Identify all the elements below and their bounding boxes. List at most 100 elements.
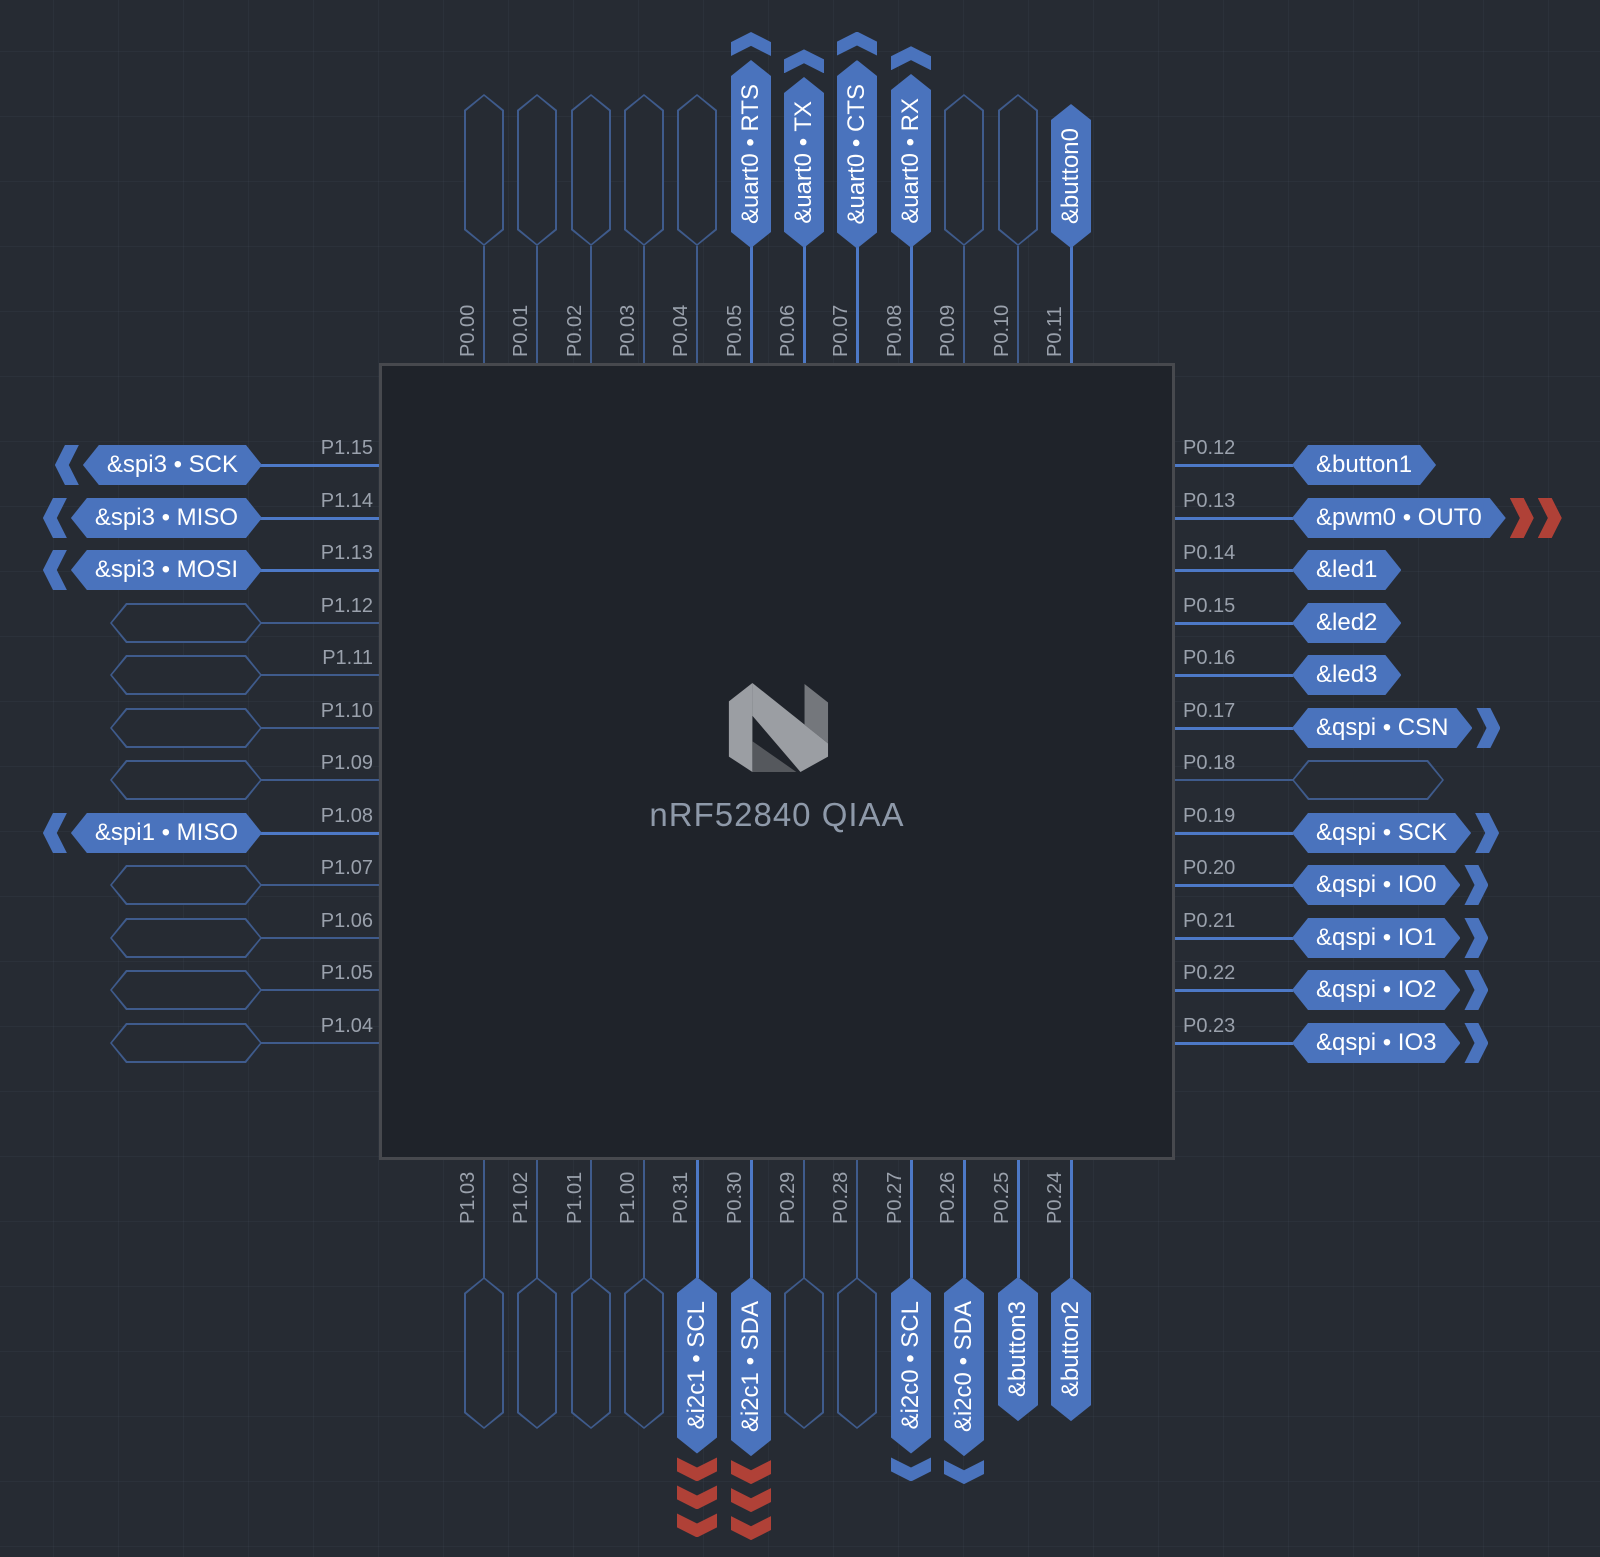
pin-stem-P0.19	[1172, 832, 1293, 835]
pin-tag-label: &i2c0 • SDA	[944, 1277, 984, 1456]
pin-name-P1.15: P1.15	[320, 437, 373, 459]
pin-stem-P0.03	[643, 246, 645, 366]
pin-tag-P0.22[interactable]: &qspi • IO2	[1292, 970, 1489, 1010]
pin-name-P0.15: P0.15	[1183, 595, 1236, 617]
pin-stem-P1.04	[260, 1042, 380, 1044]
pin-slot-P1.01[interactable]	[571, 1277, 611, 1429]
pin-name-P1.12: P1.12	[320, 595, 373, 617]
pin-slot-P0.01[interactable]	[517, 94, 557, 246]
pin-tag-P0.21[interactable]: &qspi • IO1	[1292, 918, 1489, 958]
pin-slot-P0.04[interactable]	[677, 94, 717, 246]
direction-arrow-icon	[837, 31, 877, 56]
pin-tag-P0.13[interactable]: &pwm0 • OUT0	[1292, 498, 1562, 538]
pin-slot-P1.10[interactable]	[110, 708, 262, 748]
pin-slot-inner	[573, 1279, 609, 1427]
pin-stem-P0.21	[1172, 937, 1293, 940]
pin-tag-P0.07[interactable]: &uart0 • CTS	[837, 31, 877, 248]
pin-slot-P0.03[interactable]	[624, 94, 664, 246]
pin-tag-P0.05[interactable]: &uart0 • RTS	[731, 31, 771, 248]
pin-slot-P0.02[interactable]	[571, 94, 611, 246]
pin-name-P0.16: P0.16	[1183, 647, 1236, 669]
pin-stem-P0.25	[1017, 1158, 1020, 1278]
pin-slot-inner	[1000, 96, 1036, 244]
pin-stem-P0.30	[750, 1158, 753, 1278]
pin-slot-P0.28[interactable]	[837, 1277, 877, 1429]
pin-stem-P1.00	[643, 1158, 645, 1278]
pin-name-P0.25: P0.25	[991, 1171, 1013, 1224]
direction-arrow-icon	[1464, 970, 1489, 1010]
direction-arrow-icon	[42, 813, 67, 853]
pin-tag-P0.31[interactable]: &i2c1 • SCL	[677, 1277, 717, 1538]
pin-tag-P0.27[interactable]: &i2c0 • SCL	[891, 1277, 931, 1482]
direction-arrow-icon	[1509, 498, 1534, 538]
pin-slot-P0.09[interactable]	[944, 94, 984, 246]
pin-tag-label: &button2	[1051, 1277, 1091, 1421]
pin-stem-P1.12	[260, 622, 380, 624]
pin-tag-P0.24[interactable]: &button2	[1051, 1277, 1091, 1421]
pin-slot-P1.11[interactable]	[110, 655, 262, 695]
pin-tag-P1.13[interactable]: &spi3 • MOSI	[42, 550, 262, 590]
pin-slot-inner	[946, 96, 982, 244]
pin-slot-P0.29[interactable]	[784, 1277, 824, 1429]
pin-slot-P1.02[interactable]	[517, 1277, 557, 1429]
pin-tag-P1.08[interactable]: &spi1 • MISO	[42, 813, 262, 853]
chip-title: nRF52840 QIAA	[649, 796, 905, 833]
pin-tag-label: &i2c1 • SCL	[677, 1277, 717, 1453]
direction-arrow-icon	[1464, 865, 1489, 905]
pin-stem-P1.14	[260, 517, 380, 520]
pin-tag-P0.06[interactable]: &uart0 • TX	[784, 49, 824, 248]
pin-slot-inner	[626, 96, 662, 244]
pin-tag-P0.23[interactable]: &qspi • IO3	[1292, 1023, 1489, 1063]
pin-name-P0.27: P0.27	[884, 1171, 906, 1224]
pin-tag-P1.15[interactable]: &spi3 • SCK	[54, 445, 262, 485]
pin-slot-P1.12[interactable]	[110, 603, 262, 643]
direction-arrow-icon	[1475, 813, 1500, 853]
pin-tag-P0.16[interactable]: &led3	[1292, 655, 1401, 695]
pin-tag-P0.11[interactable]: &button0	[1051, 104, 1091, 248]
pin-stem-P0.06	[803, 246, 806, 366]
pin-slot-P0.18[interactable]	[1292, 760, 1444, 800]
pin-name-P1.05: P1.05	[320, 962, 373, 984]
pin-slot-P0.10[interactable]	[998, 94, 1038, 246]
pin-slot-P1.04[interactable]	[110, 1023, 262, 1063]
pin-tag-P0.15[interactable]: &led2	[1292, 603, 1401, 643]
pin-tag-P0.20[interactable]: &qspi • IO0	[1292, 865, 1489, 905]
pin-slot-P0.00[interactable]	[464, 94, 504, 246]
pin-name-P1.11: P1.11	[322, 647, 373, 669]
pin-tag-P0.30[interactable]: &i2c1 • SDA	[731, 1277, 771, 1541]
direction-arrow-icon	[1476, 708, 1501, 748]
pin-stem-P0.22	[1172, 989, 1293, 992]
pin-slot-P1.06[interactable]	[110, 918, 262, 958]
pin-tag-P0.12[interactable]: &button1	[1292, 445, 1436, 485]
pin-tag-P0.25[interactable]: &button3	[998, 1277, 1038, 1421]
pin-stem-P0.23	[1172, 1042, 1293, 1045]
pin-slot-inner	[519, 96, 555, 244]
pin-tag-label: &led2	[1292, 603, 1401, 643]
pin-stem-P0.27	[910, 1158, 913, 1278]
direction-arrow-icon	[677, 1457, 717, 1482]
pin-slot-P1.09[interactable]	[110, 760, 262, 800]
pin-name-P1.08: P1.08	[320, 805, 373, 827]
pin-tag-P0.26[interactable]: &i2c0 • SDA	[944, 1277, 984, 1485]
pin-stem-P0.12	[1172, 464, 1293, 467]
pin-name-P1.00: P1.00	[617, 1171, 639, 1224]
pin-slot-inner	[1294, 762, 1442, 798]
pin-slot-inner	[466, 1279, 502, 1427]
pin-tag-P1.14[interactable]: &spi3 • MISO	[42, 498, 262, 538]
pin-name-P0.17: P0.17	[1183, 700, 1236, 722]
pin-slot-P1.07[interactable]	[110, 865, 262, 905]
pin-name-P1.04: P1.04	[320, 1015, 373, 1037]
pin-tag-P0.14[interactable]: &led1	[1292, 550, 1401, 590]
pin-stem-P1.13	[260, 569, 380, 572]
pin-slot-P1.05[interactable]	[110, 970, 262, 1010]
pin-name-P0.23: P0.23	[1183, 1015, 1236, 1037]
pin-tag-P0.17[interactable]: &qspi • CSN	[1292, 708, 1501, 748]
pin-tag-label: &qspi • CSN	[1292, 708, 1472, 748]
pin-slot-inner	[839, 1279, 875, 1427]
pin-name-P1.09: P1.09	[320, 752, 373, 774]
pin-tag-P0.08[interactable]: &uart0 • RX	[891, 46, 931, 248]
pin-slot-P1.00[interactable]	[624, 1277, 664, 1429]
pin-name-P0.22: P0.22	[1183, 962, 1236, 984]
pin-tag-P0.19[interactable]: &qspi • SCK	[1292, 813, 1500, 853]
pin-slot-P1.03[interactable]	[464, 1277, 504, 1429]
